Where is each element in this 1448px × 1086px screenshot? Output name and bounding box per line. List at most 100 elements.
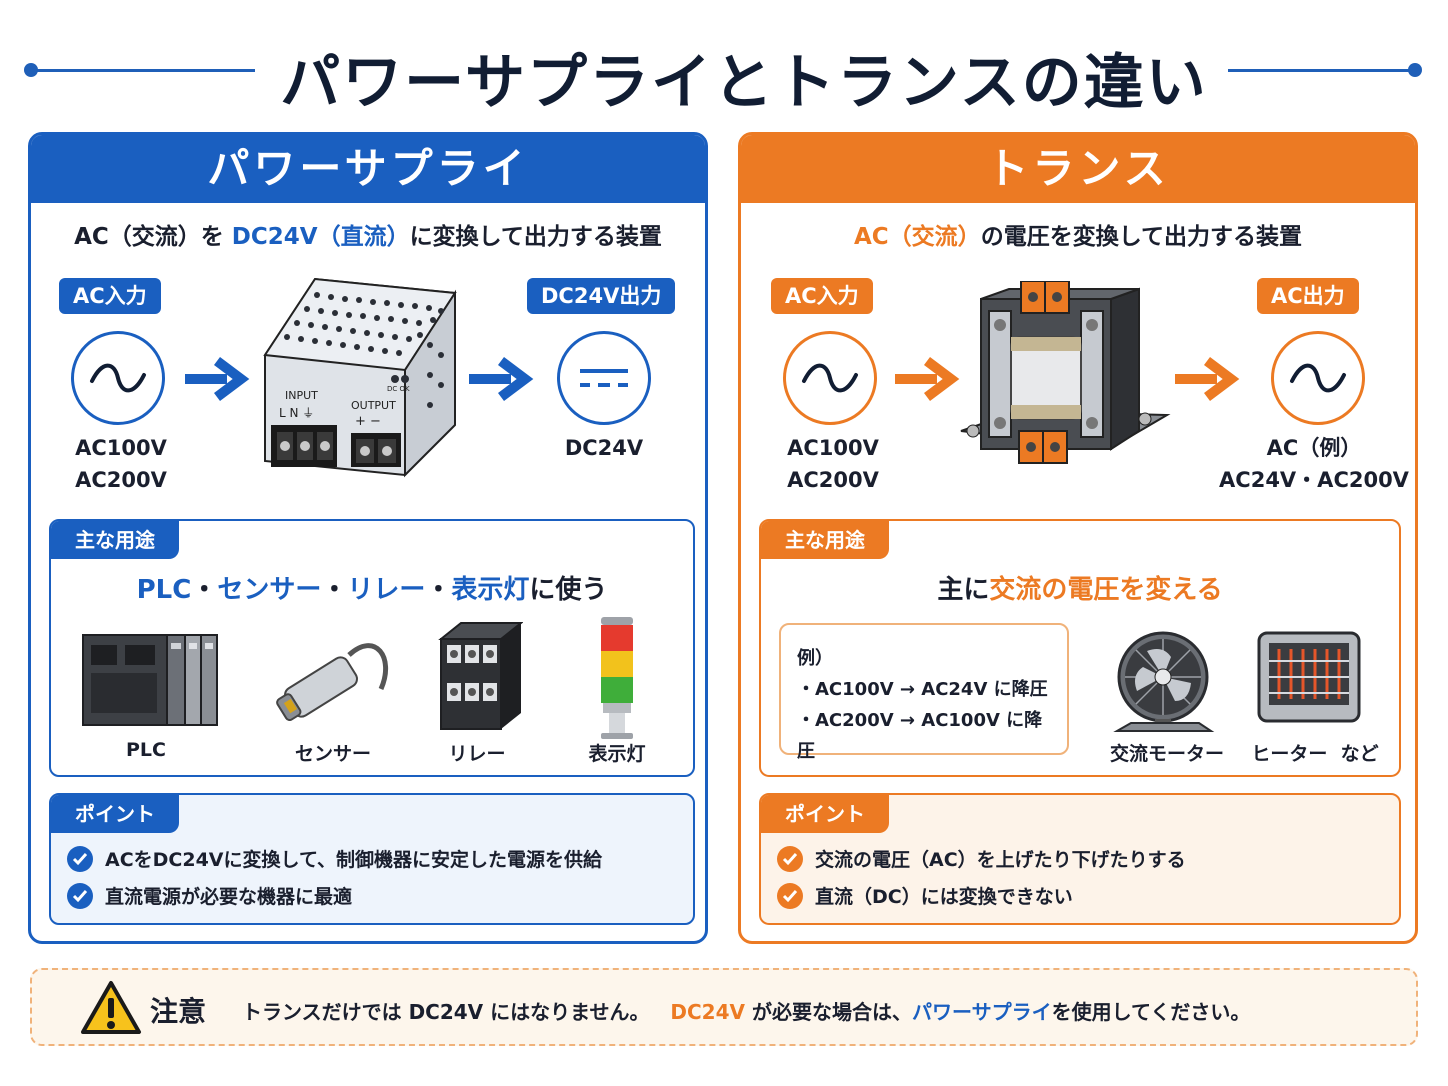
point-row: 交流の電圧（AC）を上げたり下げたりする [777, 845, 1186, 872]
ac-input-tag: AC入力 [59, 278, 161, 314]
title-row: パワーサプライとトランスの違い [0, 30, 1448, 118]
separator: ・ [191, 575, 218, 605]
uses-tail: に使う [529, 575, 608, 605]
warning-icon [81, 981, 141, 1034]
transformer-header: トランス [741, 135, 1415, 203]
title-rule-right [1228, 69, 1414, 72]
point-text: 交流の電圧（AC）を上げたり下げたりする [815, 849, 1186, 871]
example-title: 例） [797, 648, 833, 669]
point-text: 直流（DC）には変換できない [815, 886, 1073, 908]
point-row: 直流（DC）には変換できない [777, 882, 1073, 909]
check-icon [67, 882, 93, 909]
dc24v-output-tag: DC24V出力 [527, 278, 676, 314]
sensor-icon [276, 643, 388, 721]
points-tag: ポイント [761, 795, 889, 833]
ac-input-value: AC100V [75, 436, 167, 460]
svg-text:+ −: + − [355, 414, 381, 429]
transformer-uses-box: 主な用途 主に交流の電圧を変える 例） ・AC100V → AC24V に降圧 … [759, 519, 1401, 777]
use-item-label: 交流モーター [1109, 743, 1224, 765]
use-item-label: 表示灯 [588, 743, 646, 765]
power-supply-subtitle: AC（交流）を DC24V（直流）に変換して出力する装置 [31, 217, 705, 251]
subtitle-part: に変換して出力する装置 [409, 224, 662, 250]
ac-input-tag: AC入力 [771, 278, 873, 314]
uses-tag: 主な用途 [51, 521, 179, 559]
note-part: トランスだけでは DC24V にはなりません。 [242, 1000, 650, 1024]
points-tag: ポイント [51, 795, 179, 833]
check-icon [777, 882, 803, 909]
subtitle-part: の電圧を変換して出力する装置 [980, 224, 1302, 250]
example-box: 例） ・AC100V → AC24V に降圧 ・AC200V → AC100V … [779, 623, 1069, 762]
point-text: 直流電源が必要な機器に最適 [105, 886, 353, 908]
use-plc: PLC [136, 575, 192, 605]
relay-icon [438, 622, 523, 730]
arrow-right-icon [185, 357, 250, 401]
title-dot-right [1408, 63, 1422, 77]
note-part: が必要な場合は、 [745, 1000, 912, 1024]
power-supply-header: パワーサプライ [31, 135, 705, 203]
signal-tower-icon [601, 617, 633, 739]
svg-text:L N ⏚: L N ⏚ [279, 406, 314, 420]
use-relay: リレー [347, 575, 426, 605]
separator: ・ [321, 575, 348, 605]
subtitle-highlight: DC24V（直流） [231, 224, 410, 250]
svg-text:INPUT: INPUT [285, 389, 318, 402]
svg-text:OUTPUT: OUTPUT [351, 399, 396, 412]
subtitle-part: AC（交流）を [74, 224, 232, 250]
example-line: ・AC100V → AC24V に降圧 [797, 679, 1048, 700]
power-supply-points-box: ポイント ACをDC24Vに変換して、制御機器に安定した電源を供給 直流電源が必… [49, 793, 695, 925]
caution-note: 注意 トランスだけでは DC24V にはなりません。 DC24V が必要な場合は… [30, 968, 1418, 1046]
title-rule-left [30, 69, 255, 72]
point-text: ACをDC24Vに変換して、制御機器に安定した電源を供給 [105, 849, 602, 871]
uses-headline-highlight: 交流の電圧を変える [989, 575, 1223, 605]
use-indicator: 表示灯 [451, 575, 530, 605]
ac-wave-icon [783, 331, 877, 425]
uses-headline-prefix: 主に [937, 575, 990, 605]
fan-icon [1113, 631, 1215, 732]
page-title: パワーサプライとトランスの違い [280, 48, 1208, 118]
check-icon [67, 845, 93, 872]
uses-tag: 主な用途 [761, 521, 889, 559]
arrow-right-icon [469, 357, 534, 401]
transformer-panel: トランス AC（交流）の電圧を変換して出力する装置 AC入力 AC出力 AC10… [738, 132, 1418, 944]
title-dot-left [24, 63, 38, 77]
arrow-right-icon [1175, 357, 1240, 401]
ac-input-value: AC100V [787, 436, 879, 460]
point-row: ACをDC24Vに変換して、制御機器に安定した電源を供給 [67, 845, 602, 872]
note-part: を使用してください。 [1051, 1000, 1251, 1024]
transformer-points-box: ポイント 交流の電圧（AC）を上げたり下げたりする 直流（DC）には変換できない [759, 793, 1401, 925]
note-text: トランスだけでは DC24V にはなりません。 DC24V が必要な場合は、パワ… [242, 996, 1250, 1025]
subtitle-highlight: AC（交流） [854, 224, 981, 250]
power-supply-uses-box: 主な用途 PLC・センサー・リレー・表示灯に使う [49, 519, 695, 777]
uses-headline: PLC・センサー・リレー・表示灯に使う [51, 569, 693, 606]
ac-wave-icon [71, 331, 165, 425]
use-item-label: ヒーター など [1251, 743, 1379, 765]
ac-input-value: AC200V [787, 468, 879, 492]
use-item-label: PLC [126, 739, 166, 761]
transformer-subtitle: AC（交流）の電圧を変換して出力する装置 [741, 217, 1415, 251]
ac-wave-icon [1271, 331, 1365, 425]
dc-output-value: DC24V [564, 436, 644, 460]
plc-icon [82, 634, 218, 726]
uses-headline: 主に交流の電圧を変える [761, 569, 1399, 606]
note-highlight-dc24v: DC24V [670, 1000, 745, 1024]
svg-text:DC OK: DC OK [387, 385, 410, 393]
use-item-label: センサー [294, 743, 371, 765]
power-supply-panel: パワーサプライ AC（交流）を DC24V（直流）に変換して出力する装置 AC入… [28, 132, 708, 944]
use-item-label: リレー [448, 743, 506, 765]
ac-output-value: AC（例） [1266, 436, 1362, 460]
arrow-right-icon [895, 357, 960, 401]
separator: ・ [425, 575, 452, 605]
dc-symbol-icon [557, 331, 651, 425]
ac-output-tag: AC出力 [1257, 278, 1359, 314]
heater-icon [1257, 631, 1361, 723]
power-supply-unit-icon: DC OK INPUT L N ⏚ OUTPUT + − [263, 277, 457, 478]
ac-input-value: AC200V [75, 468, 167, 492]
point-row: 直流電源が必要な機器に最適 [67, 882, 352, 909]
note-highlight-power-supply: パワーサプライ [911, 1000, 1052, 1024]
use-sensor: センサー [217, 575, 322, 605]
example-line: ・AC200V → AC100V に降圧 [797, 710, 1043, 762]
transformer-icon [960, 281, 1171, 464]
ac-output-value: AC24V・AC200V [1219, 468, 1409, 492]
check-icon [777, 845, 803, 872]
note-title: 注意 [150, 995, 207, 1028]
